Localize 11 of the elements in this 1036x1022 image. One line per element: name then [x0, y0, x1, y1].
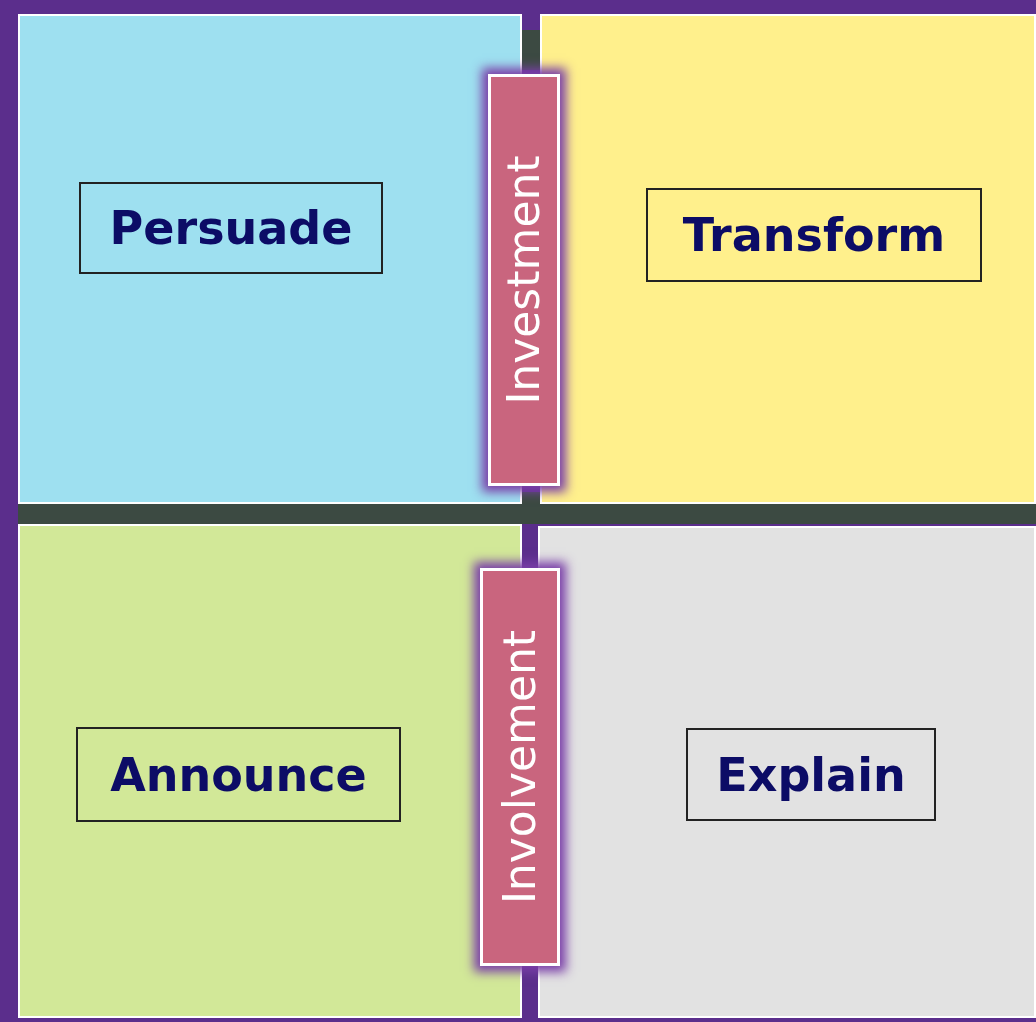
divider-bar	[522, 30, 540, 70]
label-box: Transform	[646, 188, 982, 282]
label-box: Announce	[76, 727, 401, 822]
divider-bar	[18, 504, 1036, 524]
divider-bar	[522, 492, 540, 504]
vertical-label-bar: Involvement	[480, 568, 560, 966]
quadrant-panel	[538, 526, 1036, 1018]
label-box: Explain	[686, 728, 936, 821]
label-box: Persuade	[79, 182, 383, 274]
quadrant-panel	[540, 14, 1036, 504]
vertical-label-bar: Investment	[488, 74, 560, 486]
